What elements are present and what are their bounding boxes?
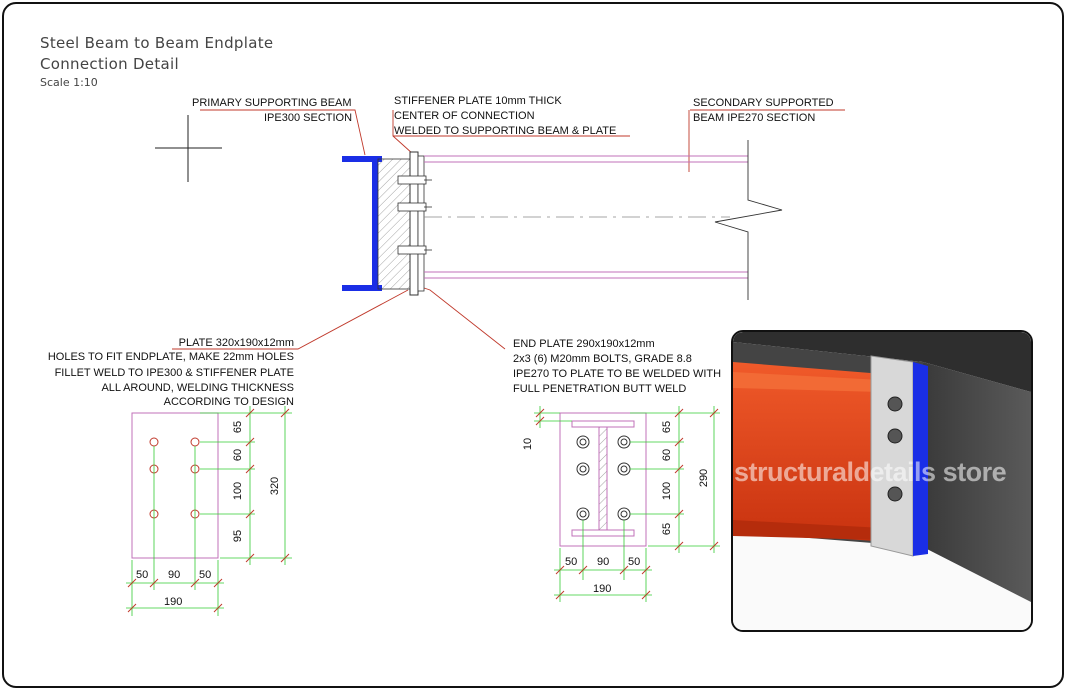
plate-dim-total: 320 xyxy=(269,476,282,496)
endplate-dim-width: 190 xyxy=(593,583,612,595)
stiffener-label-1: STIFFENER PLATE 10mm THICK xyxy=(394,95,562,107)
endplate-dim-v2: 60 xyxy=(661,448,674,462)
stiffener-label-2: CENTER OF CONNECTION xyxy=(394,110,535,122)
title-line-1: Steel Beam to Beam Endplate xyxy=(40,34,274,52)
leader-lines xyxy=(172,109,845,350)
endplate-bolts xyxy=(576,435,631,521)
plate-dim-v3: 100 xyxy=(232,481,245,501)
endplate-dim-v1: 65 xyxy=(661,420,674,434)
scale-label: Scale 1:10 xyxy=(40,76,98,89)
plate-label-2: HOLES TO FIT ENDPLATE, MAKE 22mm HOLES xyxy=(47,351,294,363)
crosshair-icon xyxy=(155,115,222,182)
drawing-title: Steel Beam to Beam Endplate Connection D… xyxy=(40,33,273,75)
endplate-dimension-ticks xyxy=(535,408,719,600)
endplate-dim-v3: 100 xyxy=(661,481,674,501)
endplate-dim-h2: 90 xyxy=(597,556,610,568)
endplate-dim-total: 290 xyxy=(698,468,711,488)
plate-dim-v4: 95 xyxy=(232,529,245,543)
secondary-beam-elevation xyxy=(424,155,748,279)
endplate-dim-v4: 65 xyxy=(661,522,674,536)
stiffener-label-3: WELDED TO SUPPORTING BEAM & PLATE xyxy=(394,125,617,137)
plate-dim-v2: 60 xyxy=(232,448,245,462)
plate-front-view xyxy=(131,412,219,559)
endplate-label-1: END PLATE 290x190x12mm xyxy=(513,338,655,350)
primary-beam-label-2: IPE300 SECTION xyxy=(264,112,353,124)
render-3d-image xyxy=(733,332,1031,630)
plate-dim-width: 190 xyxy=(164,596,183,608)
watermark: structuraldetails store xyxy=(734,457,1007,487)
plate-dim-h2: 90 xyxy=(168,569,181,581)
plate-dimension-ticks xyxy=(127,408,290,613)
endplate-dim-top: 10 xyxy=(522,437,535,451)
endplate-label-4: FULL PENETRATION BUTT WELD xyxy=(513,383,687,395)
plate-dim-h1: 50 xyxy=(136,569,149,581)
end-plate-side xyxy=(409,151,419,296)
bolts-side-view xyxy=(397,175,432,255)
endplate-label-3: IPE270 TO PLATE TO BE WELDED WITH xyxy=(513,368,722,380)
ipe270-outline xyxy=(571,420,635,537)
plate-dimension-lines xyxy=(126,406,292,616)
plate-label-5: ACCORDING TO DESIGN xyxy=(163,396,294,408)
endplate-label-2: 2x3 (6) M20mm BOLTS, GRADE 8.8 xyxy=(513,353,692,365)
render-3d-inset xyxy=(731,330,1033,632)
plate-label-1: PLATE 320x190x12mm xyxy=(178,337,294,349)
endplate-dim-h1: 50 xyxy=(565,556,578,568)
secondary-beam-label-2: BEAM IPE270 SECTION xyxy=(693,112,816,124)
endplate-dim-h3: 50 xyxy=(628,556,641,568)
plate-label-3: FILLET WELD TO IPE300 & STIFFENER PLATE xyxy=(54,367,294,379)
secondary-beam-label-1: SECONDARY SUPPORTED xyxy=(693,97,834,109)
primary-beam-label-1: PRIMARY SUPPORTING BEAM xyxy=(192,97,352,109)
title-line-2: Connection Detail xyxy=(40,55,179,73)
plate-dim-h3: 50 xyxy=(199,569,212,581)
plate-label-4: ALL AROUND, WELDING THICKNESS xyxy=(101,382,294,394)
break-line xyxy=(714,140,783,300)
plate-dim-v1: 65 xyxy=(232,420,245,434)
